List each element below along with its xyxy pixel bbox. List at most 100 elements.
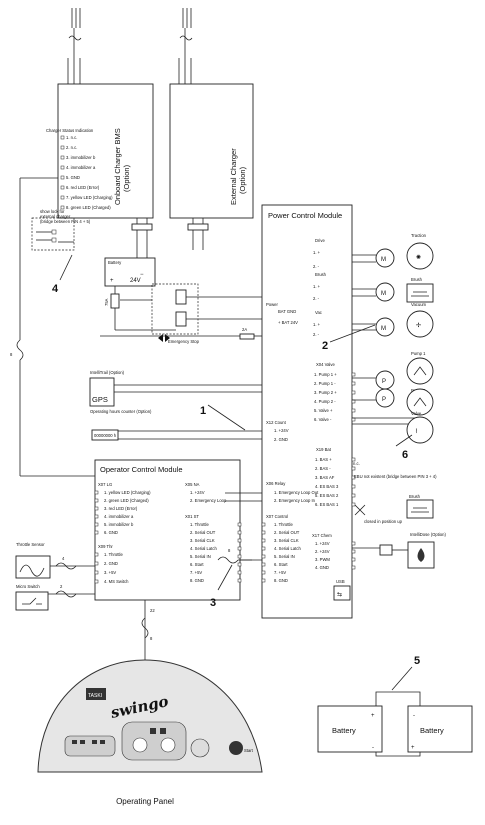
- svg-text:BAT GND: BAT GND: [278, 309, 296, 314]
- bms-pin: [60, 165, 65, 170]
- ocm-x09-pin: [94, 552, 99, 557]
- x04-pin: [351, 372, 356, 377]
- ocm-x01-label: 5. Serial IN: [190, 554, 211, 559]
- svg-text:8: 8: [10, 352, 13, 357]
- svg-text:1. +24V: 1. +24V: [190, 490, 205, 495]
- svg-text:Vac: Vac: [315, 310, 322, 315]
- ocm-x01-pin: [237, 538, 242, 543]
- pcm-x07-pin: [261, 538, 266, 543]
- svg-text:4: 4: [62, 556, 65, 561]
- x04-label: 1. Pump 1 +: [314, 372, 337, 377]
- x19-pin: [351, 484, 356, 489]
- callout-3: 3: [210, 597, 216, 609]
- svg-text:Operating hours counter (Optio: Operating hours counter (Option): [90, 409, 152, 414]
- x04-pin: [351, 399, 356, 404]
- bms-label: 2. n.c.: [66, 145, 77, 150]
- svg-text:Traction: Traction: [411, 233, 427, 238]
- x04-label: 3. Pump 2 +: [314, 390, 337, 395]
- intellitrail: IntelliTrail (Option) GPS Operating hour…: [89, 370, 262, 441]
- svg-text:00000000 h: 00000000 h: [94, 433, 117, 438]
- x19-label: 1. BAS +: [315, 457, 332, 462]
- pcm-x07-label: 3. Serial CLK: [274, 538, 299, 543]
- x04-pin: [351, 417, 356, 422]
- svg-text:2. Emergency Loop: 2. Emergency Loop: [190, 498, 227, 503]
- svg-text:X09 Thr: X09 Thr: [98, 544, 113, 549]
- battery-right: Battery: [420, 726, 444, 735]
- external-charger-option: (Option): [238, 166, 247, 194]
- callout-6: 6: [402, 449, 408, 461]
- svg-text:24V: 24V: [130, 278, 141, 284]
- svg-text:-: -: [372, 745, 374, 751]
- svg-text:22: 22: [150, 608, 155, 613]
- svg-text:2. GND: 2. GND: [274, 437, 288, 442]
- svg-text:+: +: [110, 278, 114, 284]
- battery-unit: Battery 24V +− 75A Emergency Stop: [104, 218, 262, 344]
- x19-pin: [351, 475, 356, 480]
- pcm-x07-label: 7. +5V: [274, 570, 286, 575]
- x17-pin: [351, 549, 356, 554]
- bms-label: 5. GND: [66, 175, 80, 180]
- pcm-x07-label: 6. Start: [274, 562, 288, 567]
- svg-text:1. +: 1. +: [313, 284, 321, 289]
- svg-text:1. +24V: 1. +24V: [274, 428, 289, 433]
- panel-maker: TASKI: [88, 693, 102, 699]
- svg-text:Start: Start: [244, 748, 254, 753]
- svg-text:75A: 75A: [104, 298, 109, 306]
- svg-text:P: P: [382, 379, 386, 385]
- bms-pin: [60, 135, 65, 140]
- svg-text:n.c.: n.c.: [353, 461, 360, 466]
- svg-text:2. -: 2. -: [313, 296, 320, 301]
- svg-text:2. -: 2. -: [313, 264, 320, 269]
- external-charger-mains-plug: [178, 8, 193, 84]
- bms-pin: [60, 205, 65, 210]
- svg-text:⇆: ⇆: [337, 591, 342, 598]
- ocm-x01-pin: [237, 522, 242, 527]
- svg-text:Brush: Brush: [411, 277, 423, 282]
- pcm-x07-label: 5. Serial IN: [274, 554, 295, 559]
- charger-status-heading: Charger Status Indication: [46, 128, 94, 133]
- motors-and-loads: M M M P P Traction ✺ Brush Vacuum ✢ Pump…: [352, 233, 446, 569]
- callout-2: 2: [322, 340, 328, 352]
- svg-text:USB: USB: [336, 579, 345, 584]
- harness-wires: 8 8 4 2 22 8: [10, 177, 262, 660]
- svg-text:+ BAT 24V: + BAT 24V: [278, 320, 298, 325]
- svg-text:2A: 2A: [242, 327, 247, 332]
- throttle-sensor: Throttle Sensor: [15, 542, 51, 579]
- svg-text:Power: Power: [266, 302, 278, 307]
- svg-text:✺: ✺: [416, 254, 421, 261]
- svg-text:show lock for: show lock for: [40, 209, 65, 214]
- show-lock-box: show lock for external charger (bridge b…: [31, 209, 91, 251]
- svg-text:Emergency Stop: Emergency Stop: [168, 339, 200, 344]
- battery-left: Battery: [332, 726, 356, 735]
- ocm-x07-pin: [94, 506, 99, 511]
- x04-label: 4. Pump 2 -: [314, 399, 336, 404]
- external-charger: External Charger (Option): [169, 83, 254, 219]
- bms-label: 3. immobilizer b: [66, 155, 96, 160]
- svg-text:M: M: [381, 326, 386, 332]
- ocm-x01-pin: [237, 562, 242, 567]
- svg-text:Micro Switch: Micro Switch: [16, 584, 40, 589]
- power-control-module: Power Control Module Drive 1. + 2. - Bru…: [100, 204, 437, 619]
- bms-label: 6. red LED (Error): [66, 185, 100, 190]
- svg-text:Brush: Brush: [315, 272, 327, 277]
- ocm-x01-label: 3. Serial CLK: [190, 538, 215, 543]
- svg-text:P: P: [382, 397, 386, 403]
- ocm-x01-label: 1. Throttle: [190, 522, 209, 527]
- x19-label: 5. ES BAS 2: [315, 493, 339, 498]
- x17-label: 2. +24V: [315, 549, 330, 554]
- pcm-x07-pin: [261, 530, 266, 535]
- svg-text:-: -: [413, 713, 415, 719]
- pcm-x07-pin: [261, 578, 266, 583]
- panel-caption: Operating Panel: [116, 797, 174, 806]
- pcm-x07-label: 2. Serial OUT: [274, 530, 300, 535]
- x04-label: 5. Valve +: [314, 408, 333, 413]
- pcm-x07-pin: [261, 522, 266, 527]
- ocm-x01-label: 6. Start: [190, 562, 204, 567]
- ocm-x07-pin: [94, 514, 99, 519]
- bms-label: 7. yellow LED (Charging): [66, 195, 113, 200]
- svg-text:Brush: Brush: [409, 494, 421, 499]
- svg-text:X07 LG: X07 LG: [98, 482, 112, 487]
- x17-label: 1. +24V: [315, 541, 330, 546]
- bms-pin: [60, 185, 65, 190]
- bms-label: 1. n.c.: [66, 135, 77, 140]
